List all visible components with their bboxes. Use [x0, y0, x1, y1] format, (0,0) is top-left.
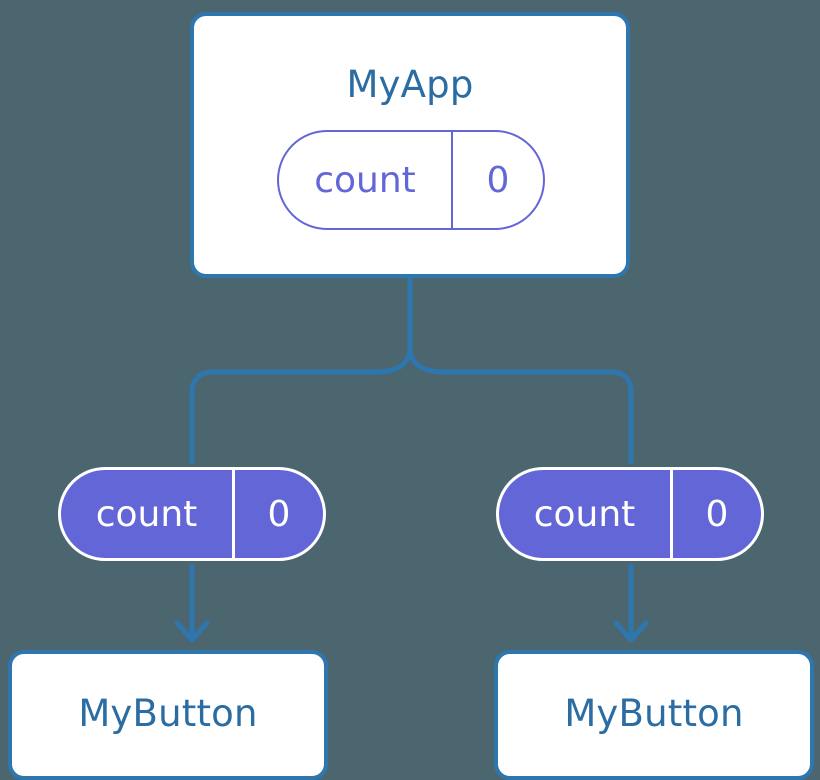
arrowhead-right-icon	[613, 620, 649, 643]
edge-fork-path	[407, 275, 634, 465]
state-pill-myapp-count[interactable]: count 0	[277, 130, 545, 230]
component-box-mybutton-left[interactable]: MyButton	[8, 650, 328, 780]
prop-pill-right-count[interactable]: count 0	[496, 467, 764, 561]
prop-pill-key: count	[499, 470, 673, 558]
edge-fork-path-left	[189, 345, 413, 465]
state-pill-key: count	[279, 132, 453, 228]
state-pill-value: 0	[486, 159, 510, 201]
prop-pill-key: count	[61, 470, 235, 558]
prop-pill-value: 0	[705, 493, 729, 535]
prop-pill-left-count[interactable]: count 0	[58, 467, 326, 561]
component-name-myapp: MyApp	[346, 63, 474, 106]
component-box-mybutton-right[interactable]: MyButton	[494, 650, 814, 780]
component-name-mybutton-left: MyButton	[78, 692, 258, 735]
prop-pill-value: 0	[267, 493, 291, 535]
component-name-mybutton-right: MyButton	[564, 692, 744, 735]
component-box-myapp[interactable]: MyApp	[190, 12, 630, 278]
arrowhead-left-icon	[174, 620, 210, 643]
